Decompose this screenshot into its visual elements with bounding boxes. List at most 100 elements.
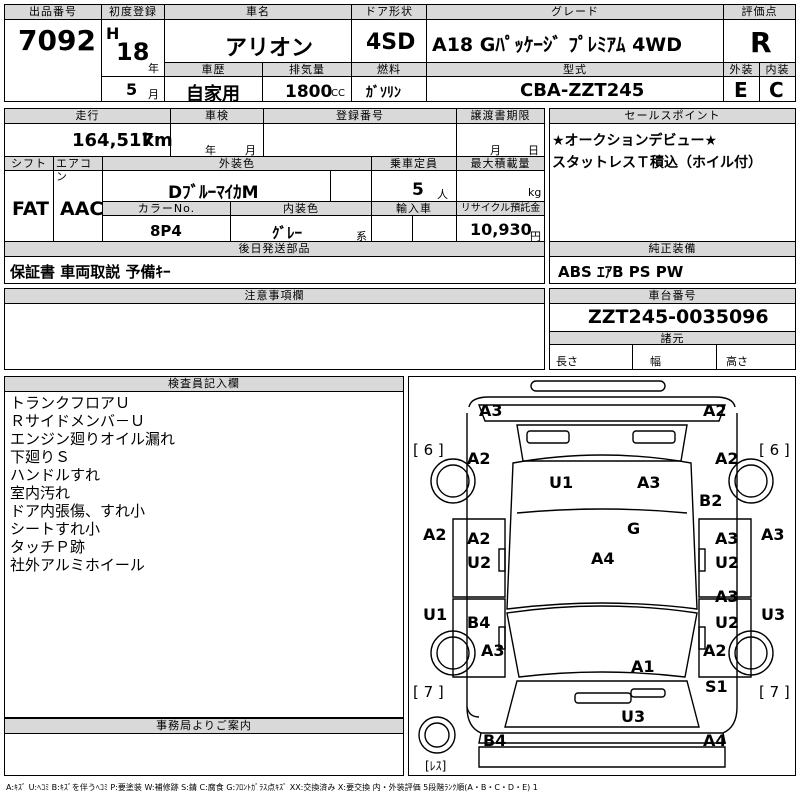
ext-grade: E [734,78,748,102]
year-unit: 年 [148,62,159,75]
mark-quarter-right: A2 [715,449,739,468]
header-table [4,4,796,102]
ac-label: エアコン [54,157,102,183]
legend-footer: A:ｷｽﾞ U:ﾍｺﾐ B:ｷｽﾞを伴うﾍｺﾐ P:要塗装 W:補修跡 S:錆 … [6,783,538,792]
capacity-unit: 人 [437,188,448,201]
reg-number-label: 登録番号 [264,109,456,124]
inspector-box [4,376,404,718]
tire-rr-tread: [ 7 ] [759,683,790,701]
mark-bumper: U3 [621,707,646,726]
mark-quarter-left: A2 [467,449,491,468]
office-label: 事務局よりご案内 [5,719,403,734]
ext-color: DﾌﾞﾙｰﾏｲｶM [168,183,259,203]
reg-month: 5 [126,80,138,99]
mark-s1: S1 [705,677,728,696]
notes-label: 注意事項欄 [5,289,544,304]
genuine-equipment-box [549,241,796,284]
recycle-fee: 10,930 [470,220,532,239]
door-label: ドア形状 [352,5,426,20]
tire-fr-tread: [ 6 ] [759,441,790,459]
genuine-equipment-label: 純正装備 [550,242,795,257]
mark-roof: A4 [591,549,615,568]
lot-number: 7092 [18,24,96,57]
transfer-month-unit: 月 [490,144,501,157]
car-outline [418,380,774,768]
displacement: 1800 [285,82,333,102]
mark-rear-right: A2 [703,401,727,420]
fuel: ｶﾞｿﾘﾝ [366,85,401,101]
inspector-line: トランクフロアＵ [10,394,131,412]
int-grade-label: 内装 [760,63,795,77]
notes-box [4,288,545,370]
mark-fdoor-right-2: U2 [715,613,740,632]
interior-color-label: 内装色 [231,202,371,216]
mark-sill-left: U1 [423,605,448,624]
color-no-label: カラーNo. [103,202,230,216]
mark-rear-left: A3 [479,401,503,420]
import-label: 輸入車 [372,202,456,216]
score-label: 評価点 [724,5,795,20]
fuel-label: 燃料 [352,63,426,77]
model-label: 型式 [427,63,723,77]
transfer-day-unit: 日 [528,144,539,157]
inspection-label: 車検 [171,109,263,124]
load-unit: kg [528,186,542,199]
mark-front-right: A4 [703,731,727,750]
ac: AAC [60,198,104,220]
mark-rdoor-left-2: U2 [467,553,492,572]
history: 自家用 [186,84,240,105]
chassis-number: ZZT245-0035096 [588,306,769,328]
ext-color-label: 外装色 [103,157,371,171]
genuine-equipment: ABS ｴｱB PS PW [558,263,684,281]
inspector-notes: トランクフロアＵ Ｒサイドメンバ－Ｕ エンジン廻りオイル漏れ 下廻りＳ ハンドル… [10,394,175,574]
inspector-line: シートすれ小 [10,520,101,538]
grade-label: グレード [427,5,723,20]
capacity-label: 乗車定員 [372,157,456,171]
inspector-line: タッチＰ跡 [10,538,86,556]
width-label: 幅 [650,355,661,368]
history-label: 車歴 [165,63,262,77]
reg-year: 18 [116,38,150,66]
sales-point-line2: スタットレスＴ積込（ホイル付） [552,155,762,171]
score: R [750,26,772,59]
sales-point-box [549,108,796,242]
mileage-unit: km [142,130,173,151]
mark-trunk-right: A3 [637,473,661,492]
car-name: アリオン [225,36,314,61]
mark-sill-right: U3 [761,605,786,624]
later-parts-label: 後日発送部品 [5,242,544,257]
mark-front-left: B4 [483,731,507,750]
mileage: 164,517 [72,130,154,151]
ext-grade-label: 外装 [724,63,759,77]
color-no: 8P4 [150,222,182,240]
displacement-label: 排気量 [263,63,351,77]
mark-b2: B2 [699,491,723,510]
sales-point-label: セールスポイント [550,109,795,124]
mark-trunk-left: U1 [549,473,574,492]
chassis-box [549,288,796,370]
mark-fender-right: A2 [703,641,727,660]
first-reg-label: 初度登録 [102,5,164,20]
model: CBA-ZZT245 [520,80,645,101]
shift-label: シフト [5,157,53,171]
inspector-line: ハンドルすれ [10,466,101,484]
lot-label: 出品番号 [5,5,101,20]
mark-glass: G [627,519,641,538]
length-label: 長さ [556,355,578,368]
recycle-label: リサイクル預託金 [457,202,544,216]
later-parts: 保証書 車両取説 予備ｷｰ [10,263,171,281]
mark-fdoor-left: B4 [467,613,491,632]
max-load-label: 最大積載量 [457,157,544,171]
dims-label: 諸元 [550,331,795,345]
tire-rl-tread: [ 7 ] [413,683,444,701]
inspector-line: エンジン廻りオイル漏れ [10,430,176,448]
door-type: 4SD [366,30,416,55]
inspector-line: 社外アルミホイール [10,556,145,574]
insp-year-unit: 年 [205,144,216,157]
car-name-label: 車名 [165,5,351,20]
era: H [106,24,120,43]
insp-month-unit: 月 [245,144,256,157]
mark-fdoor-right: A3 [715,587,739,606]
office-box [4,718,404,776]
inspector-line: 下廻りＳ [10,448,71,466]
